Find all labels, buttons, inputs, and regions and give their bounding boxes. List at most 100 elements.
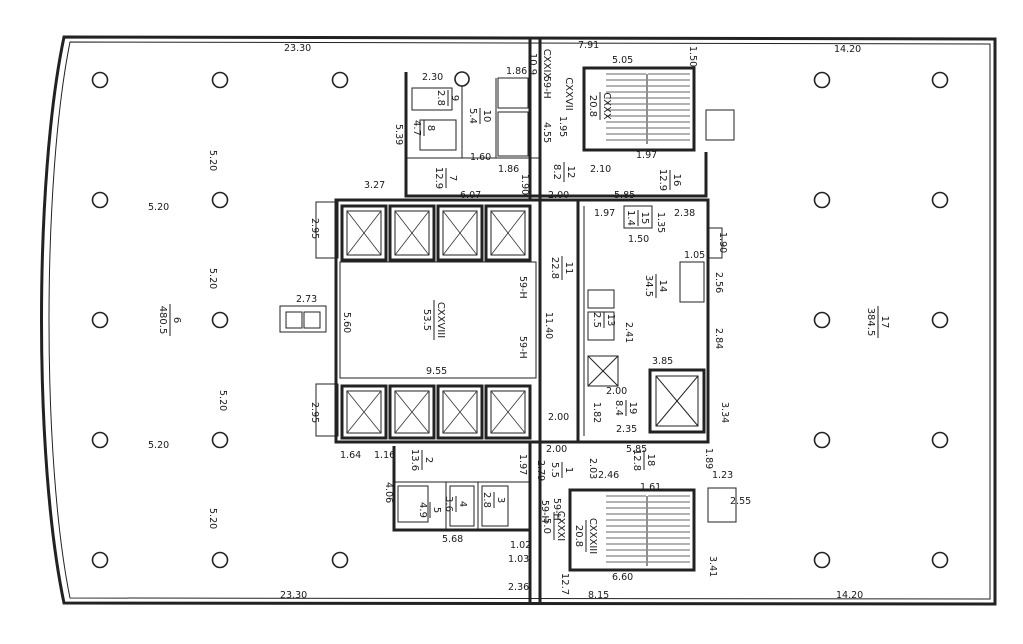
dim-11-40: 11.40	[543, 312, 554, 339]
room-8-label: 8 4.7	[411, 120, 436, 136]
stair-treads	[606, 73, 690, 566]
room-12-label: 12 8.2	[551, 162, 576, 182]
room-cxxxi-label: CXXXI 5.0	[541, 511, 566, 541]
svg-text:19: 19	[627, 402, 638, 415]
dim-1-86-top: 1.86	[506, 66, 527, 77]
dim-2-46: 2.46	[598, 470, 619, 481]
svg-text:18: 18	[645, 454, 656, 467]
dim-5-68: 5.68	[442, 534, 463, 545]
dim-1-89: 1.89	[703, 448, 714, 469]
column-marker	[211, 191, 229, 209]
room-13-label: 13 2.5	[591, 312, 616, 328]
dim-2-00-top: 2.00	[548, 190, 569, 201]
dim-6-07: 6.07	[460, 190, 481, 201]
svg-text:17: 17	[879, 316, 890, 329]
core-walls	[279, 37, 737, 603]
svg-text:12.8: 12.8	[631, 449, 642, 471]
svg-text:CXXIX: CXXIX	[541, 49, 552, 80]
room-2-label: 2 13.6	[409, 449, 434, 471]
svg-text:3: 3	[495, 497, 506, 503]
dim-2-95-bot: 2.95	[309, 402, 320, 423]
column-marker	[331, 71, 349, 89]
elevator-car	[484, 384, 532, 440]
dim-3-85: 3.85	[652, 356, 673, 367]
svg-text:384.5: 384.5	[865, 308, 876, 337]
dim-bottom-left: 23.30	[280, 590, 307, 601]
tag-59h-2: 59-H	[517, 276, 528, 299]
svg-text:5.4: 5.4	[467, 108, 478, 124]
dim-3-27: 3.27	[364, 180, 385, 191]
column-marker	[211, 311, 229, 329]
dim-5-60: 5.60	[341, 312, 352, 333]
room-5-label: 5 4.9	[417, 502, 442, 518]
tag-59h-5: 59-H	[551, 498, 562, 521]
svg-text:12.7: 12.7	[559, 573, 570, 595]
dim-2-79: 2.79	[535, 460, 546, 481]
room-4-label: 4 3.6	[443, 496, 468, 512]
column-marker	[813, 191, 831, 209]
room-6-label: 6 480.5	[157, 304, 182, 336]
dim-2-10: 2.10	[590, 164, 611, 175]
dim-2-95-top: 2.95	[309, 218, 320, 239]
svg-text:2: 2	[423, 457, 434, 463]
dim-1-64: 1.64	[340, 450, 361, 461]
dim-1-95: 1.95	[557, 116, 568, 137]
svg-text:8.4: 8.4	[613, 400, 624, 416]
dim-4-06: 4.06	[383, 482, 394, 503]
svg-text:1: 1	[563, 467, 574, 473]
dim-2-56: 2.56	[713, 272, 724, 293]
svg-text:13.6: 13.6	[409, 449, 420, 471]
elevator-car	[340, 384, 388, 440]
dim-1-60: 1.60	[470, 152, 491, 163]
svg-text:14: 14	[657, 280, 668, 293]
svg-text:5: 5	[431, 507, 442, 513]
dim-4-55: 4.55	[541, 122, 552, 143]
room-16-label: 16 12.9	[657, 169, 682, 191]
svg-text:480.5: 480.5	[157, 306, 168, 335]
svg-text:1.4: 1.4	[625, 210, 636, 226]
tag-59h-4: 59-H	[539, 500, 550, 523]
dim-1-82: 1.82	[591, 402, 602, 423]
dim-1-50-top: 1.50	[687, 46, 698, 67]
svg-text:4.7: 4.7	[411, 120, 422, 136]
svg-text:4.9: 4.9	[417, 502, 428, 518]
dim-1-02: 1.02	[510, 540, 531, 551]
elevator-car	[388, 384, 436, 440]
column-marker	[931, 71, 949, 89]
room-9-label: 9 2.8	[435, 90, 460, 106]
structural-columns	[91, 71, 949, 569]
dim-2-36: 2.36	[508, 582, 529, 593]
dim-2-00-mid: 2.00	[606, 386, 627, 397]
column-marker	[813, 431, 831, 449]
dim-2-73: 2.73	[296, 294, 317, 305]
svg-text:20.8: 20.8	[587, 95, 598, 117]
column-marker	[91, 551, 109, 569]
room-10-label: 10 5.4	[467, 108, 492, 124]
svg-text:13: 13	[605, 314, 616, 327]
dim-1-35: 1.35	[655, 212, 666, 233]
svg-text:22.8: 22.8	[549, 257, 560, 279]
room-cxxvii-south-label: 12.7	[559, 573, 570, 595]
column-marker	[91, 311, 109, 329]
room-17-label: 17 384.5	[865, 306, 890, 338]
dim-5-85-top: 5.85	[614, 190, 635, 201]
svg-text:11: 11	[563, 262, 574, 275]
column-marker	[813, 551, 831, 569]
column-marker	[931, 191, 949, 209]
column-marker	[931, 431, 949, 449]
dim-2-55: 2.55	[730, 496, 751, 507]
dim-bottom-right: 14.20	[836, 590, 863, 601]
tag-59h-3: 59-H	[517, 336, 528, 359]
elevator-cars	[340, 204, 532, 440]
dim-top-right: 14.20	[834, 44, 861, 55]
svg-text:34.5: 34.5	[643, 275, 654, 297]
room-3-label: 3 2.8	[481, 492, 506, 508]
svg-text:15: 15	[639, 212, 650, 225]
svg-text:4: 4	[457, 501, 468, 507]
elevator-car	[388, 204, 436, 262]
svg-text:8.2: 8.2	[551, 164, 562, 180]
svg-text:3.6: 3.6	[443, 496, 454, 512]
dim-1-90-v: 1.90	[519, 174, 530, 195]
dim-bay-c: 5.20	[207, 268, 218, 289]
